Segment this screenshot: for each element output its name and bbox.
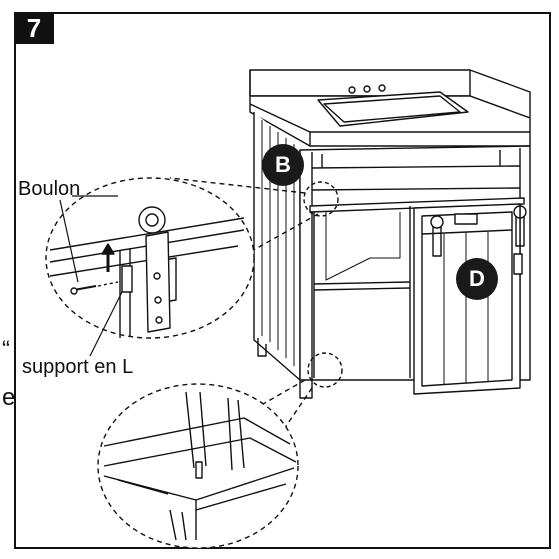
step-number-badge: 7 [14, 12, 54, 44]
bracket-label: support en L [22, 356, 134, 378]
door-roller [430, 215, 444, 229]
part-b-marker: B [262, 144, 304, 186]
edge-mark-bottom: e [2, 384, 16, 411]
faucet-hole [348, 86, 356, 94]
cabinet-leg [257, 338, 267, 357]
bolt [73, 285, 97, 291]
detail-roller [138, 206, 166, 234]
bolt-label: Boulon [18, 178, 81, 200]
sink-basin [317, 91, 469, 127]
detail-hanger-bar [145, 231, 171, 333]
faucet-hole [378, 84, 386, 92]
door-roller [513, 205, 527, 219]
door-handle [454, 213, 478, 225]
edge-mark-top: “ [2, 336, 10, 363]
detail-bracket [195, 461, 203, 479]
cabinet-leg [299, 380, 313, 399]
l-bracket [121, 265, 133, 293]
barn-door-rail [309, 197, 525, 213]
faucet-hole [363, 85, 371, 93]
door-stopper [513, 253, 523, 275]
part-d-marker: D [456, 258, 498, 300]
